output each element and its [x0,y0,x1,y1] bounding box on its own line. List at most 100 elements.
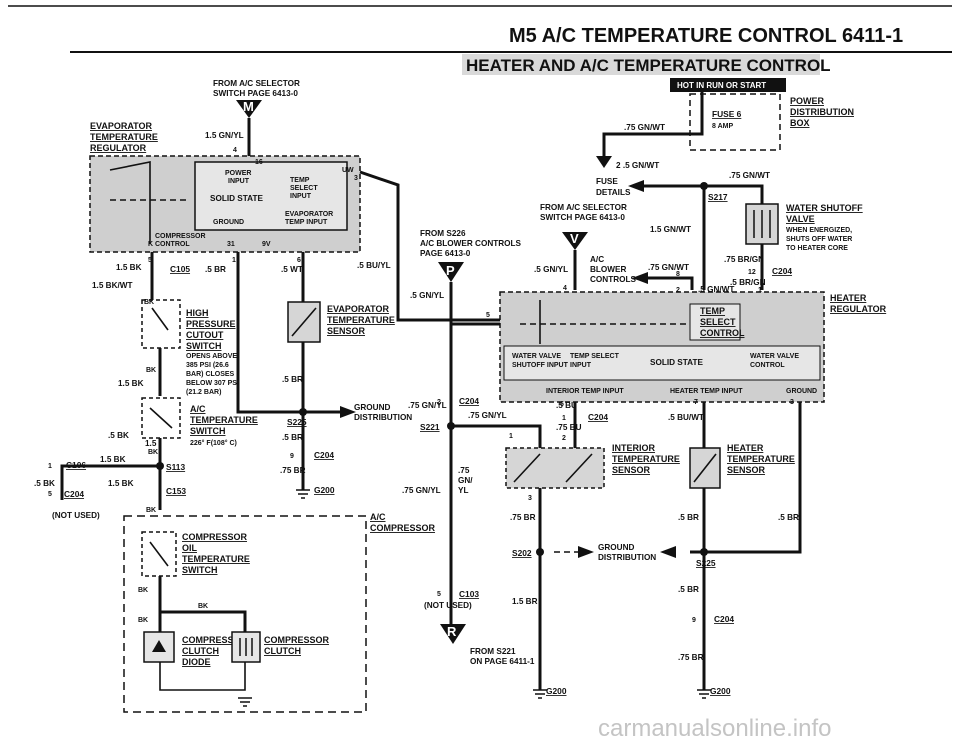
from-ac-selector2: FROM A/C SELECTOR [540,203,627,212]
heater-sensor-name-2: TEMPERATURE [727,454,795,464]
pin-3c: 3 [528,495,532,502]
fuse-amp-label: 8 AMP [712,123,733,130]
wire-label-25gnwt: 2 .5 GN/WT [616,161,659,170]
ac-temp-switch-name-1: A/C [190,404,206,414]
module-left-power2: INPUT [228,178,250,185]
evap-internal-switch [109,161,151,244]
node-p-flag [438,262,464,282]
badge-text: HOT IN RUN OR START [677,81,766,90]
power-distribution-box [689,93,781,151]
wire-label-75gnyl-b: .75 GN/YL [468,411,507,420]
pin-2a: 2 [437,399,441,406]
diode-symbol [152,640,166,652]
module-left-temp: TEMP [290,177,310,184]
wire-label-15bkwt: 1.5 BK/WT [92,281,133,290]
wire-label-15bk-b: 1.5 BK [118,379,144,388]
watermark: carmanualsonline.info [598,715,831,742]
module-left-temp2: SELECT [290,185,318,192]
ground-symbol-g200-b [533,689,547,699]
node-v-flag [562,232,588,250]
ground-symbol-g200-a [296,489,310,499]
from-s226-label: FROM S226 [420,229,466,238]
connector-s225-b: S225 [696,558,716,568]
connector-g200-c: G200 [710,686,731,696]
pin-1c: 1 [509,433,513,440]
ground-dist-arrow-a [340,406,356,418]
connector-c204-d: C204 [459,396,479,406]
subtitle-band [462,54,820,75]
pin-31: 31 [227,241,235,248]
wire-label-5br-d: .5 BR [678,513,699,522]
clutch-diode-name-1: COMPRESSOR [182,635,248,645]
connector-c204-b: C204 [314,450,334,460]
ac-blower-2: BLOWER [590,265,626,274]
wire-label-5brgn: .5 BR/GN [730,278,766,287]
evap-sensor-name-2: TEMPERATURE [327,315,395,325]
ac-temp-switch-note: 226° F(108° C) [190,439,237,447]
clutch-diode-name-3: DIODE [182,657,211,667]
wire-label-75gnwt-top: .75 GN/WT [624,123,665,132]
oil-switch-name-4: SWITCH [182,565,218,575]
temp-select-control-body [689,303,741,341]
clutch-diode-name-2: CLUTCH [182,646,219,656]
pin-7: 7 [694,399,698,406]
ac-compressor-box [123,515,367,713]
pin-1b: 1 [758,287,762,294]
high-pressure-note-5: (21.2 BAR) [186,389,221,396]
high-pressure-name-1: HIGH [186,308,209,318]
fuse-details-1: FUSE [596,177,618,186]
module-right-solid: SOLID STATE [650,358,703,367]
ac-temp-switch-name-2: TEMPERATURE [190,415,258,425]
wire-label-15bk-c: 1.5 BK [100,455,126,464]
module-left-power: POWER [225,170,251,177]
node-m-flag [236,100,262,118]
pin-9a: 9 [290,453,294,460]
wire-label-bk-b: BK [146,367,156,374]
wire-label-5gnyl-b: .5 GN/YL [534,265,568,274]
oil-temp-switch-blade [149,541,169,567]
connector-c105: C105 [170,264,190,274]
wire-31-to-ground [236,252,350,414]
pin-4a: 4 [233,147,237,154]
pin-12: 12 [748,269,756,276]
high-pressure-switch-body [141,299,181,349]
module-right-wvc: WATER VALVE [750,353,799,360]
ac-temp-switch-name-3: SWITCH [190,426,226,436]
ac-compressor-name-2: COMPRESSOR [370,523,436,533]
from-s221-label: FROM S221 [470,647,516,656]
pin-6a: 6 [297,257,301,264]
wire-label-5bk-b: .5 BK [34,479,55,488]
connector-c106: C106 [66,460,86,470]
pin-9v: 9V [262,241,271,248]
pin-1d: 1 [562,415,566,422]
wire-label-5br-e: .5 BR [778,513,799,522]
interior-sensor-arrow-b [565,453,593,483]
wire-label-gn: GN/ [458,476,473,485]
pin-k: K [148,241,153,248]
wire-label-15gnwt: 1.5 GN/WT [650,225,691,234]
water-shutoff-name-1: WATER SHUTOFF [786,203,863,213]
wire-label-5br-a: .5 BR [205,265,226,274]
pin-2b: 2 [676,287,680,294]
module-left-ground: GROUND [213,219,244,226]
interior-sensor-name-1: INTERIOR [612,443,656,453]
wire-label-bk-g: BK [198,603,208,610]
wire-label-bk-c: BK [148,449,158,456]
module-left-evap: EVAPORATOR [285,211,333,218]
pin-6b: 6 [560,401,564,408]
fuse-6-label: FUSE 6 [712,109,742,119]
temp-select-name-3: CONTROL [700,328,745,338]
module-right-wv2: SHUTOFF INPUT [512,362,569,369]
wire-label-75br-c: .75 BR [678,653,704,662]
wire-to-c106 [60,464,160,500]
node-v-label: V [570,231,579,246]
ac-temp-switch-blade [149,407,173,429]
evap-sensor-arrow [291,307,317,337]
ground-dist-text-4: DISTRIBUTION [598,553,656,562]
module-left-compressor2: CONTROL [155,241,190,248]
high-pressure-note-1: OPENS ABOVE [186,353,237,360]
ground-dist-text-2: DISTRIBUTION [354,413,412,422]
switch-page-label2: SWITCH PAGE 6413-0 [540,213,625,222]
water-shutoff-name-2: VALVE [786,214,815,224]
ground-symbol-clutch [238,697,252,707]
